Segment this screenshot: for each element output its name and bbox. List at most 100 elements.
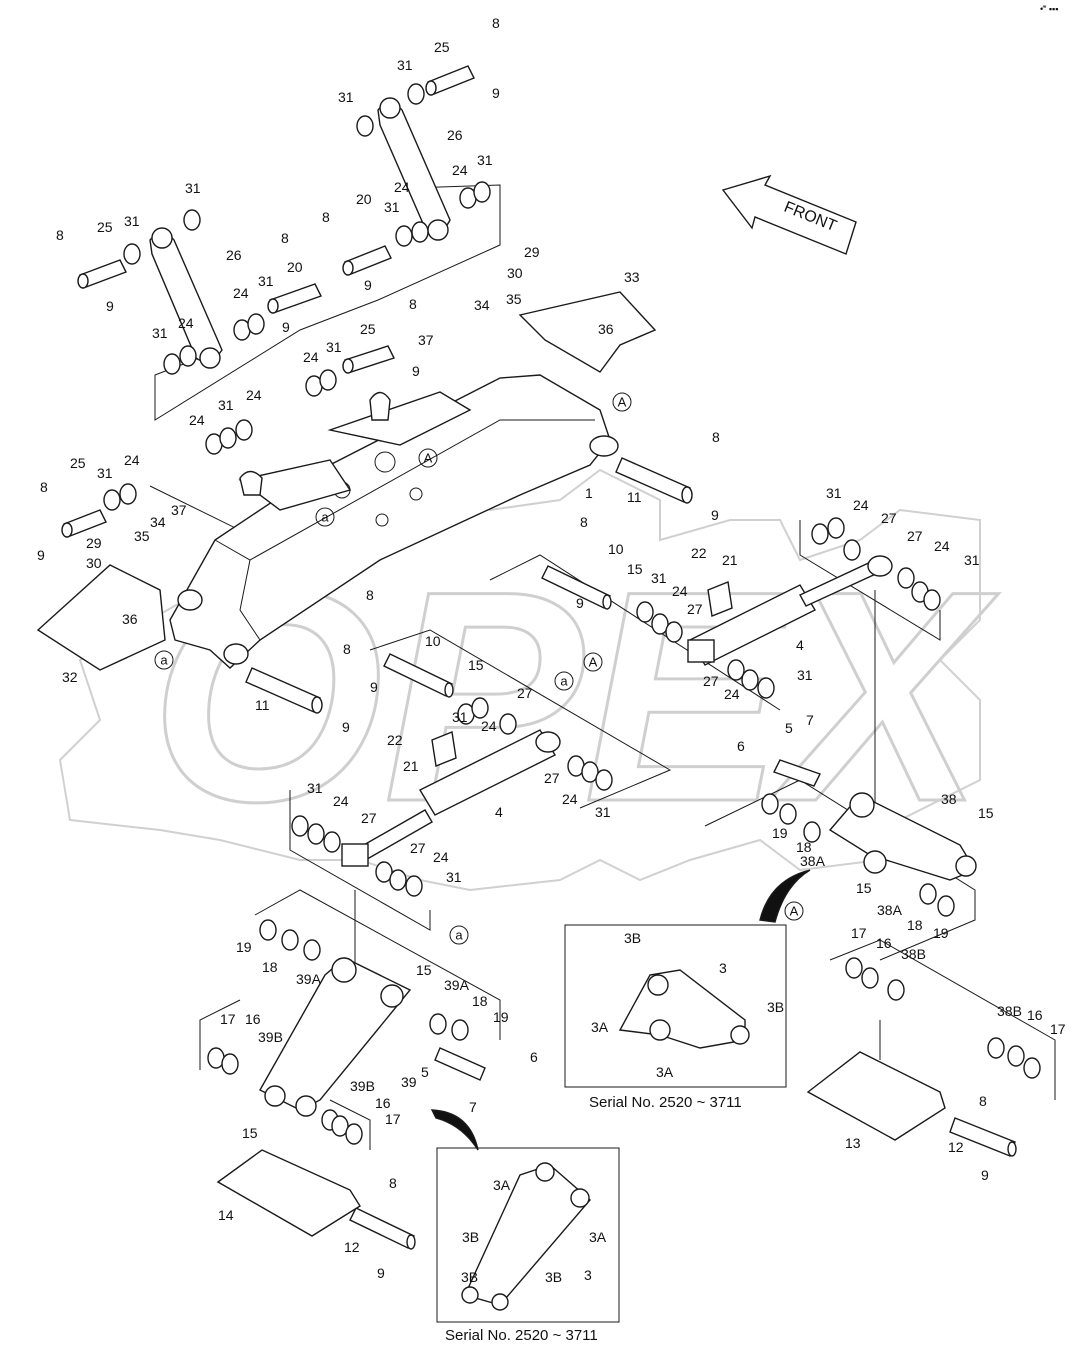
part-label: 26 — [447, 127, 463, 143]
part-label: 24 — [124, 452, 140, 468]
washer — [651, 613, 669, 635]
part-label: 3B — [624, 930, 641, 946]
part-label: 36 — [598, 321, 614, 337]
circled-ref-ring — [784, 901, 804, 921]
part-label: 3 — [719, 960, 727, 976]
part-label: 3B — [462, 1229, 479, 1245]
part-label: 24 — [481, 718, 497, 734]
washer — [356, 115, 374, 137]
part-label: 36 — [122, 611, 138, 627]
circled-ref-letter: a — [321, 510, 329, 525]
part-label: 19 — [933, 925, 949, 941]
part-label: 31 — [338, 89, 354, 105]
part-label: 17 — [851, 925, 867, 941]
washer — [407, 83, 425, 105]
part-label: 9 — [370, 679, 378, 695]
part-label: 24 — [853, 497, 869, 513]
washer — [259, 919, 277, 941]
part-label: 24 — [233, 285, 249, 301]
washer — [845, 957, 863, 979]
washer — [665, 621, 683, 643]
circled-ref-marker: a — [315, 507, 335, 527]
inset-serial-lower: Serial No. 2520 ~ 3711 — [436, 1147, 620, 1344]
part-label: 31 — [651, 570, 667, 586]
circled-ref-marker: a — [554, 671, 574, 691]
part-label: 27 — [687, 601, 703, 617]
washer — [179, 345, 197, 367]
part-label: 18 — [472, 993, 488, 1009]
washer — [987, 1037, 1005, 1059]
washer — [779, 803, 797, 825]
part-label: 9 — [37, 547, 45, 563]
washer — [827, 517, 845, 539]
washer — [235, 419, 253, 441]
part-label: 35 — [506, 291, 522, 307]
circled-ref-ring — [449, 925, 469, 945]
inset-caption-lower: Serial No. 2520 ~ 3711 — [445, 1327, 598, 1344]
part-label: 26 — [226, 247, 242, 263]
part-label: 8 — [979, 1093, 987, 1109]
washers — [103, 83, 1041, 1145]
washer — [103, 489, 121, 511]
circled-ref-letter: a — [455, 928, 463, 943]
part-label: 27 — [703, 673, 719, 689]
part-label: 17 — [385, 1111, 401, 1127]
part-label: 24 — [724, 686, 740, 702]
circled-ref-ring — [612, 392, 632, 412]
part-label: 24 — [452, 162, 468, 178]
part-label: 31 — [218, 397, 234, 413]
part-label: 8 — [492, 15, 500, 31]
part-label: 24 — [394, 179, 410, 195]
circled-ref-marker: A — [418, 448, 438, 468]
washer — [937, 895, 955, 917]
washer — [331, 1115, 349, 1137]
inset-frame-lower — [436, 1147, 620, 1323]
cover-plate-33 — [518, 291, 657, 373]
part-label: 3A — [656, 1064, 674, 1080]
part-label: 39B — [350, 1078, 375, 1094]
part-label: 8 — [366, 587, 374, 603]
part-label: 22 — [691, 545, 707, 561]
part-label: 8 — [40, 479, 48, 495]
part-label: 9 — [282, 319, 290, 335]
washer — [405, 875, 423, 897]
part-label: 3B — [461, 1269, 478, 1285]
part-label: 31 — [97, 465, 113, 481]
circled-ref-marker: A — [784, 901, 804, 921]
part-label: 38A — [800, 853, 826, 869]
part-label: 18 — [796, 839, 812, 855]
shoe-13 — [806, 1051, 946, 1141]
washer — [123, 243, 141, 265]
part-label: 15 — [416, 962, 432, 978]
part-label: 3A — [591, 1019, 609, 1035]
part-label: 31 — [964, 552, 980, 568]
linkage-39 — [259, 957, 412, 1117]
part-label: 3B — [545, 1269, 562, 1285]
washer — [919, 883, 937, 905]
circled-ref-letter: A — [424, 451, 433, 466]
part-label: 39A — [296, 971, 322, 987]
part-label: 27 — [410, 840, 426, 856]
circled-ref-letter: a — [160, 653, 168, 668]
washer — [319, 369, 337, 391]
part-label: 8 — [343, 641, 351, 657]
part-label: 24 — [189, 412, 205, 428]
washer — [499, 713, 517, 735]
part-label: 20 — [287, 259, 303, 275]
linkage-38 — [828, 792, 977, 881]
part-label: 14 — [218, 1207, 234, 1223]
part-label: 31 — [326, 339, 342, 355]
part-label: 31 — [258, 273, 274, 289]
circled-ref-ring — [554, 671, 574, 691]
part-label: 3B — [767, 999, 784, 1015]
front-arrow: FRONT — [721, 174, 857, 255]
washer — [451, 1019, 469, 1041]
part-label: 15 — [978, 805, 994, 821]
washer — [757, 677, 775, 699]
part-label: 7 — [806, 712, 814, 728]
part-label: 24 — [934, 538, 950, 554]
part-label: 21 — [403, 758, 419, 774]
washer — [345, 1123, 363, 1145]
